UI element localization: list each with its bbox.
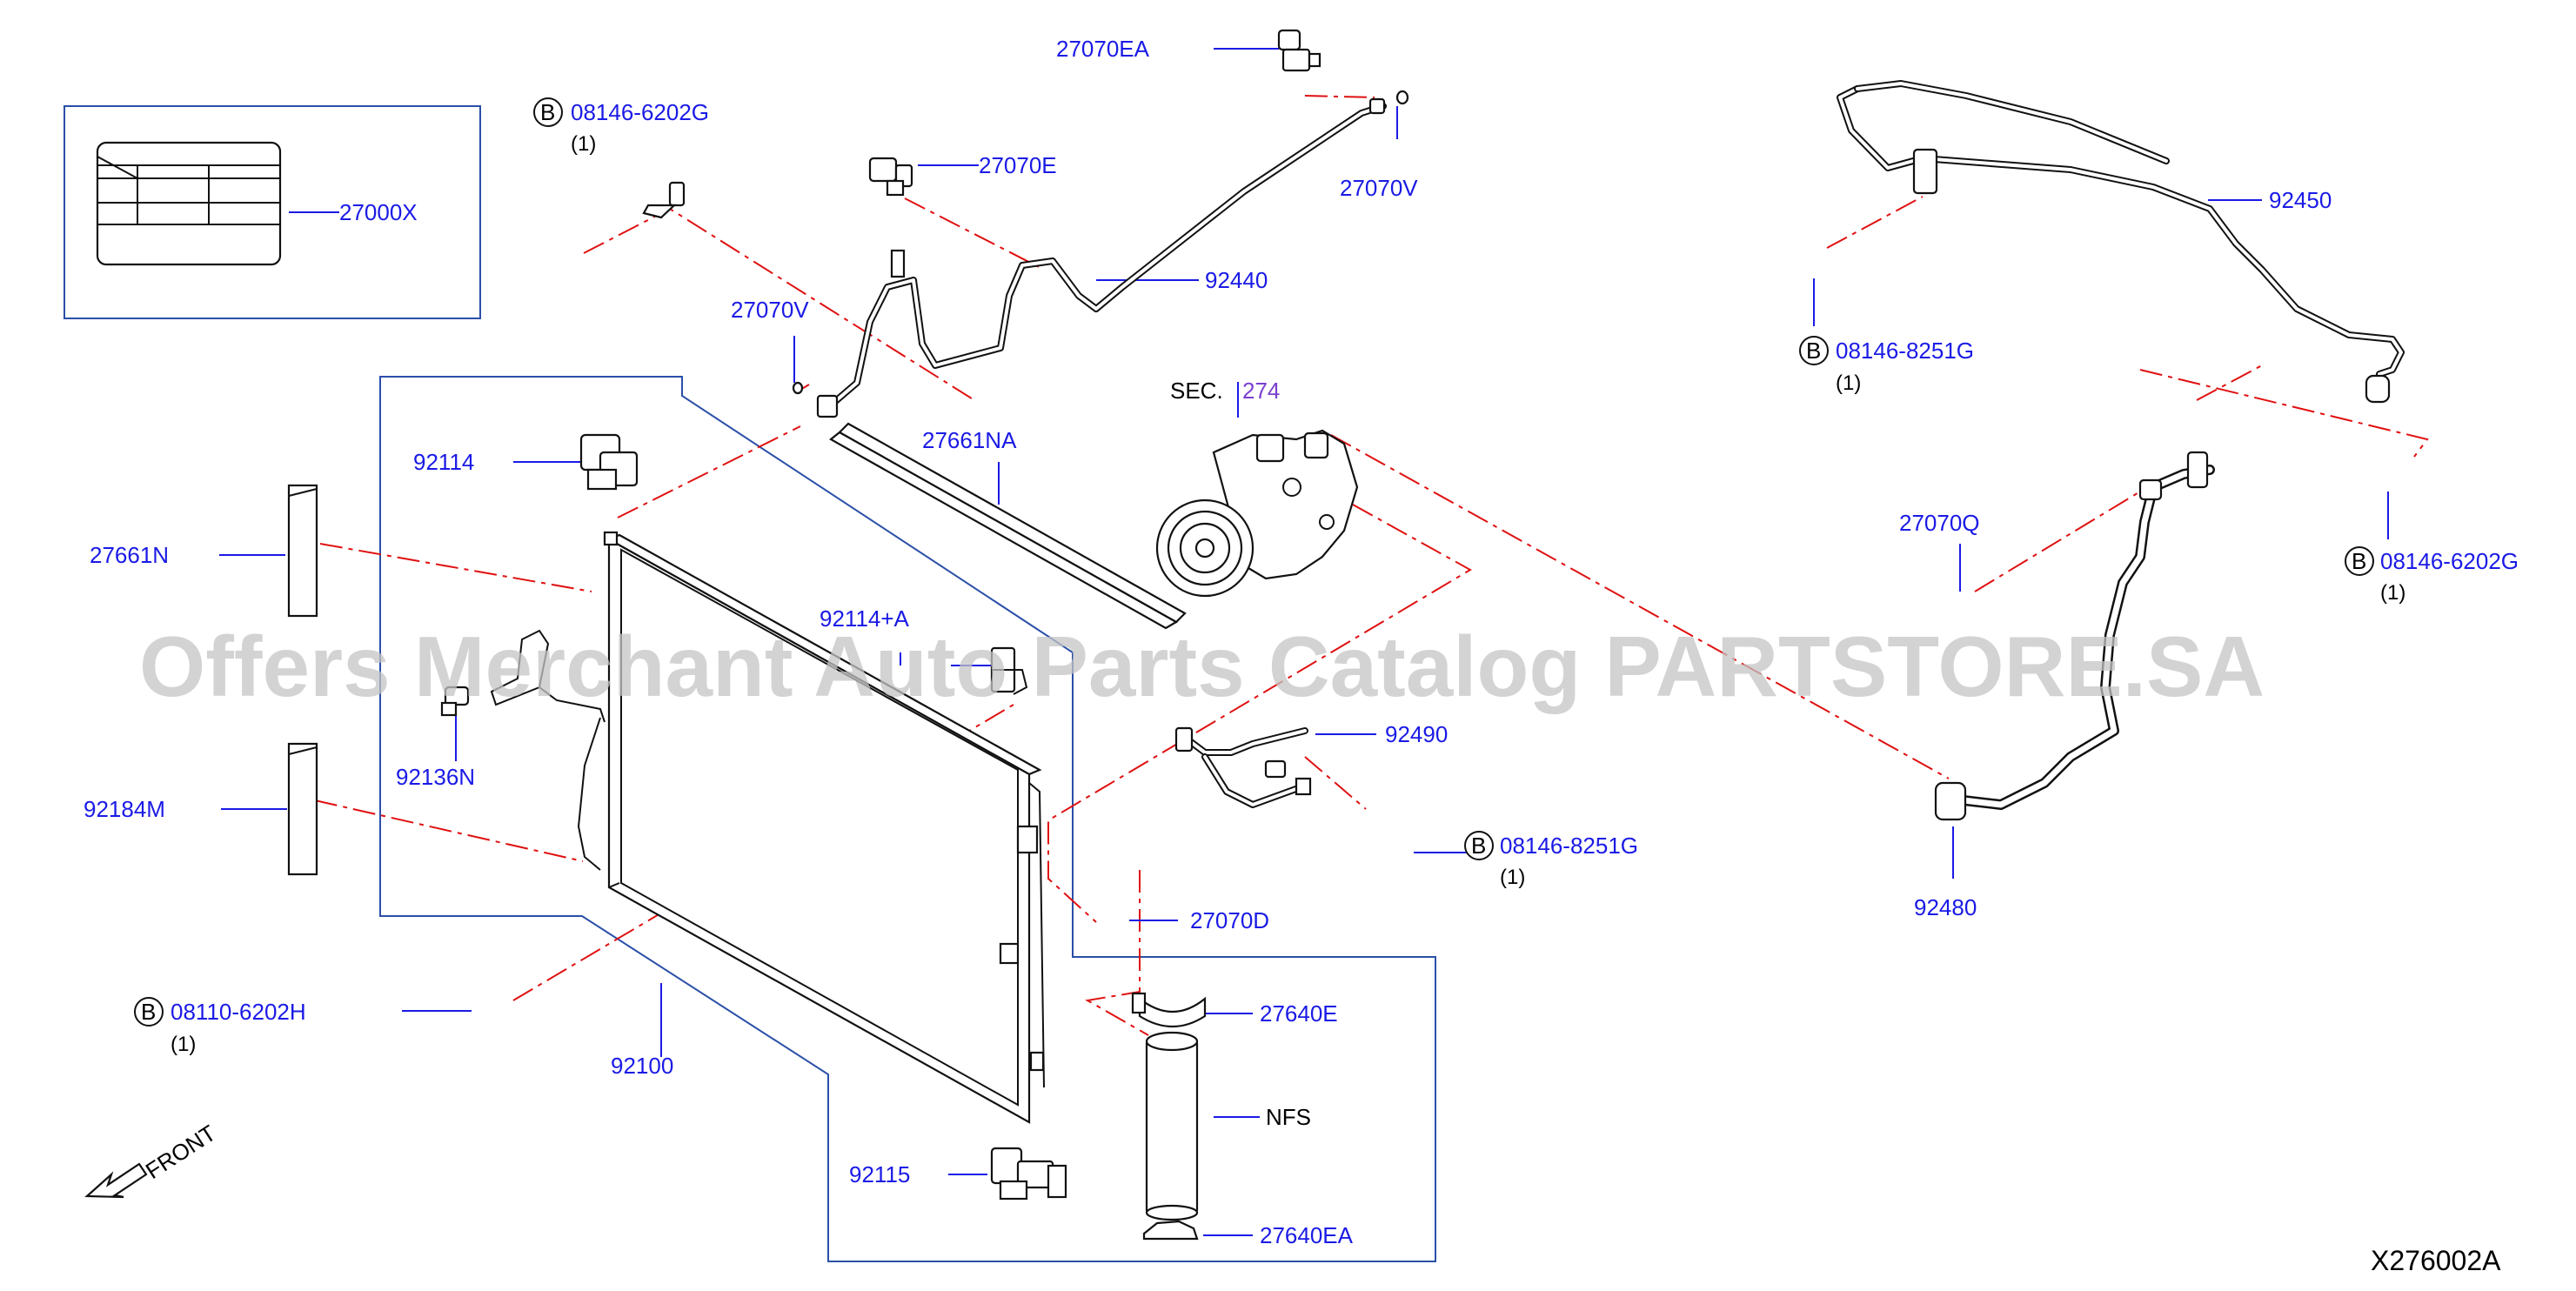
bolt-b5-code[interactable]: 08110-6202H bbox=[171, 999, 306, 1025]
label-27070ea[interactable]: 27070EA bbox=[1056, 36, 1150, 62]
hose-92480[interactable] bbox=[1934, 451, 2215, 821]
label-27000x[interactable]: 27000X bbox=[339, 199, 418, 225]
label-92114[interactable]: 92114 bbox=[413, 449, 474, 475]
label-27070e[interactable]: 27070E bbox=[979, 152, 1057, 178]
label-92490[interactable]: 92490 bbox=[1385, 721, 1448, 747]
label-27661na[interactable]: 27661NA bbox=[922, 427, 1017, 453]
bolt-b1-qty: (1) bbox=[571, 132, 596, 156]
clamp-27640ea[interactable] bbox=[1142, 1220, 1199, 1241]
label-92100[interactable]: 92100 bbox=[611, 1053, 673, 1079]
label-92450[interactable]: 92450 bbox=[2269, 187, 2332, 213]
leader-lines bbox=[219, 48, 2389, 1236]
bolt-symbols bbox=[134, 97, 2374, 1027]
bolt-b3-code[interactable]: 08146-6202G bbox=[2380, 548, 2519, 574]
label-92480[interactable]: 92480 bbox=[1914, 894, 1977, 920]
sensor-92136n[interactable] bbox=[440, 629, 606, 723]
bolt-b4-code[interactable]: 08146-8251G bbox=[1500, 833, 1638, 859]
bolt-b3-qty: (1) bbox=[2380, 581, 2405, 605]
pressure-sensor-27070ea[interactable] bbox=[1277, 29, 1321, 72]
sensor-27070e[interactable] bbox=[868, 157, 913, 197]
bracket-92114[interactable] bbox=[579, 433, 639, 491]
label-27070q[interactable]: 27070Q bbox=[1899, 510, 1980, 536]
label-nfs[interactable]: NFS bbox=[1266, 1104, 1311, 1130]
pipe-92440[interactable] bbox=[816, 97, 1387, 418]
bolt-b2-qty: (1) bbox=[1836, 371, 1861, 395]
front-arrow-icon bbox=[84, 1162, 148, 1199]
label-27070v-mid[interactable]: 27070V bbox=[731, 297, 809, 323]
seal-27661n[interactable] bbox=[287, 484, 318, 618]
bolt-b2-symbol: B bbox=[1806, 338, 1821, 364]
watermark-text: Offers Merchant Auto Parts Catalog PARTS… bbox=[139, 619, 2265, 714]
label-92115[interactable]: 92115 bbox=[849, 1161, 910, 1187]
o-ring-27070v-mid[interactable] bbox=[792, 381, 804, 395]
clamp-27640e[interactable] bbox=[1131, 992, 1207, 1028]
label-27640e[interactable]: 27640E bbox=[1260, 1000, 1338, 1027]
label-92184m[interactable]: 92184M bbox=[84, 796, 165, 822]
condenser-group-frame bbox=[379, 376, 1436, 1262]
bolt-b1-symbol: B bbox=[540, 99, 555, 125]
bolt-b2-code[interactable]: 08146-8251G bbox=[1836, 338, 1974, 364]
label-92440[interactable]: 92440 bbox=[1205, 267, 1268, 293]
label-box-frame bbox=[64, 105, 481, 319]
o-ring-27070v-top[interactable] bbox=[1395, 90, 1409, 105]
label-27661n[interactable]: 27661N bbox=[90, 542, 169, 568]
bolt-08146-6202g-top[interactable] bbox=[642, 181, 686, 219]
front-label: FRONT bbox=[141, 1120, 221, 1184]
label-27640ea[interactable]: 27640EA bbox=[1260, 1222, 1354, 1248]
section-ref-number[interactable]: 274 bbox=[1242, 378, 1280, 404]
caution-label-27000x[interactable] bbox=[96, 141, 282, 266]
section-ref-prefix: SEC. bbox=[1170, 378, 1223, 404]
bolt-b5-symbol: B bbox=[141, 999, 156, 1025]
label-27070v-top[interactable]: 27070V bbox=[1340, 175, 1418, 201]
bracket-92115[interactable] bbox=[990, 1147, 1067, 1201]
condenser-92100[interactable] bbox=[577, 531, 1045, 1124]
bolt-b5-qty: (1) bbox=[171, 1033, 196, 1056]
compressor-sec-274[interactable] bbox=[1155, 429, 1359, 598]
label-27070d[interactable]: 27070D bbox=[1190, 907, 1269, 933]
bolt-b4-qty: (1) bbox=[1500, 866, 1525, 889]
label-92114a[interactable]: 92114+A bbox=[820, 605, 910, 632]
diagram-code: X276002A bbox=[2371, 1245, 2501, 1276]
bolt-b1-code[interactable]: 08146-6202G bbox=[571, 99, 709, 125]
bolt-b3-symbol: B bbox=[2352, 548, 2366, 574]
seal-27661na[interactable] bbox=[829, 422, 1187, 630]
bolt-b4-symbol: B bbox=[1471, 833, 1486, 859]
center-lines bbox=[314, 95, 2429, 1036]
pipe-92450[interactable] bbox=[1837, 80, 2405, 404]
seal-92184m[interactable] bbox=[287, 742, 318, 876]
hose-92490[interactable] bbox=[1174, 726, 1312, 808]
bracket-92114a[interactable] bbox=[990, 646, 1028, 695]
receiver-drier-nfs[interactable] bbox=[1145, 1031, 1199, 1221]
label-92136n[interactable]: 92136N bbox=[396, 764, 475, 790]
